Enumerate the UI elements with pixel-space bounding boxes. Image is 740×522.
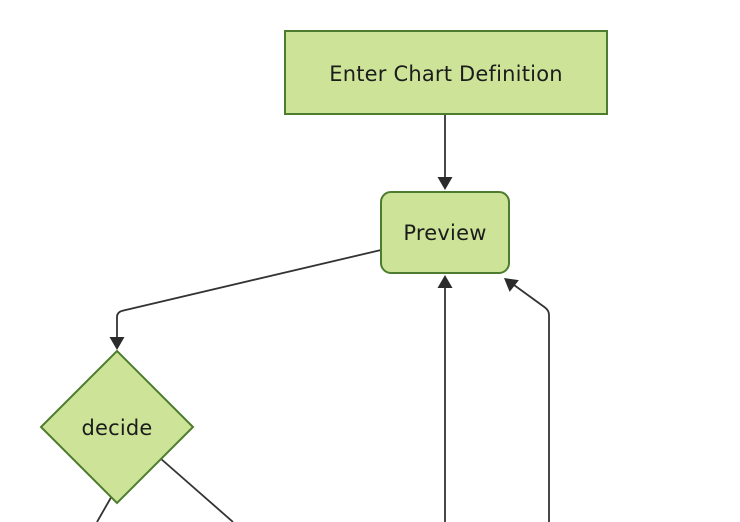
edge-decide-to-offscreen-right bbox=[159, 457, 234, 522]
enter-chart-definition-label: Enter Chart Definition bbox=[329, 62, 563, 86]
edge-decide-to-offscreen-left bbox=[96, 493, 114, 522]
node-enter-chart-definition: Enter Chart Definition bbox=[284, 30, 608, 115]
node-decide: decide bbox=[39, 349, 195, 505]
arrowhead-into-preview-bottom bbox=[437, 275, 453, 288]
decide-diamond bbox=[39, 349, 195, 505]
decide-label: decide bbox=[81, 416, 152, 440]
edge-offscreen-right-to-preview bbox=[513, 284, 550, 522]
enter-chart-definition-box bbox=[284, 30, 608, 115]
edge-layer bbox=[96, 114, 550, 522]
edge-preview-to-decide bbox=[116, 249, 382, 338]
preview-label: Preview bbox=[403, 221, 486, 245]
arrowhead-into-preview-top bbox=[437, 177, 453, 190]
preview-box bbox=[380, 191, 510, 274]
node-preview: Preview bbox=[380, 191, 510, 274]
arrowhead-into-preview-corner bbox=[504, 278, 519, 292]
arrowhead-into-decide-top bbox=[109, 337, 125, 350]
